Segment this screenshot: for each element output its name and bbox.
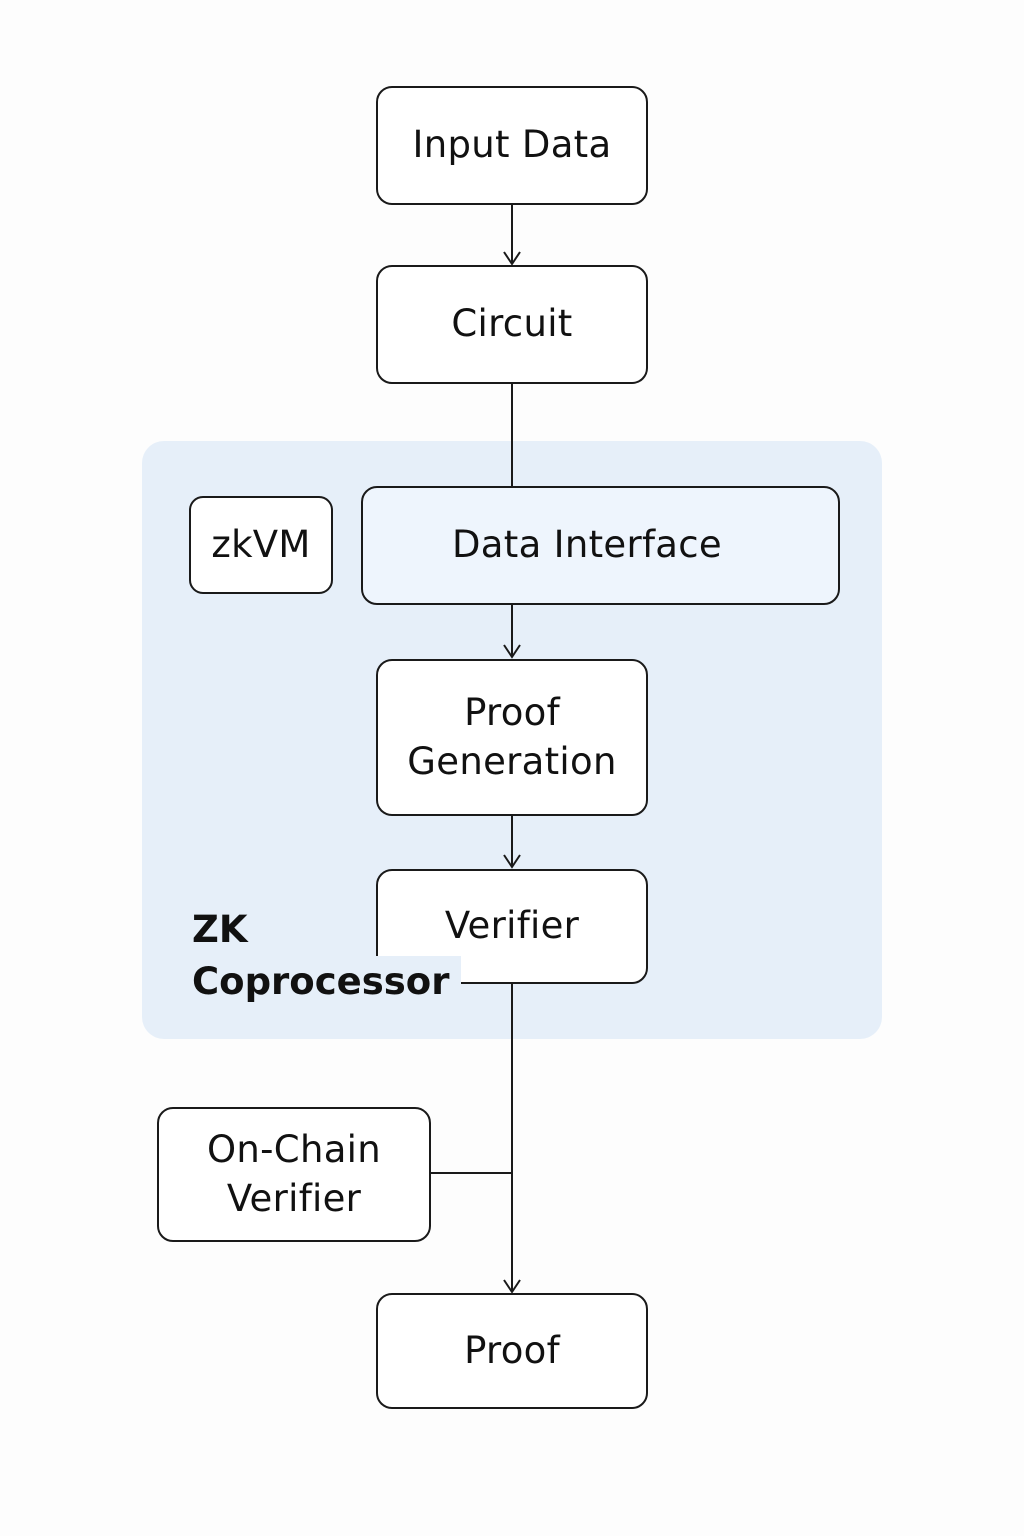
data-interface-node: Data Interface [361,486,840,605]
arrowhead-input-to-circuit [503,251,521,266]
proof-generation-label-line-2: Generation [407,739,617,783]
on-chain-verifier-label-line-1: On-Chain [206,1128,381,1172]
input-data-label: Input Data [412,123,612,167]
proof-generation-node: Proof Generation [376,659,648,816]
verifier-label: Verifier [444,904,580,948]
circuit-label: Circuit [451,302,573,346]
arrowhead-data-interface-to-proof-generation [503,644,521,659]
arrowhead-proof-generation-to-verifier [503,854,521,869]
data-interface-label: Data Interface [452,523,722,567]
proof-node: Proof [376,1293,648,1409]
zk-coprocessor-label: ZK Coprocessor [192,904,462,1008]
proof-label: Proof [464,1328,560,1372]
on-chain-verifier-label-line-2: Verifier [226,1176,362,1220]
input-data-node: Input Data [376,86,648,205]
zkvm-label: zkVM [211,522,311,566]
circuit-node: Circuit [376,265,648,384]
zk-coprocessor-label-line-2: Coprocessor [192,956,462,1008]
on-chain-verifier-node: On-Chain Verifier [157,1107,431,1242]
zk-coprocessor-label-line-1: ZK [192,908,248,951]
proof-generation-label-line-1: Proof [464,691,560,735]
arrowhead-verifier-to-proof [503,1279,521,1294]
zkvm-node: zkVM [189,496,333,594]
